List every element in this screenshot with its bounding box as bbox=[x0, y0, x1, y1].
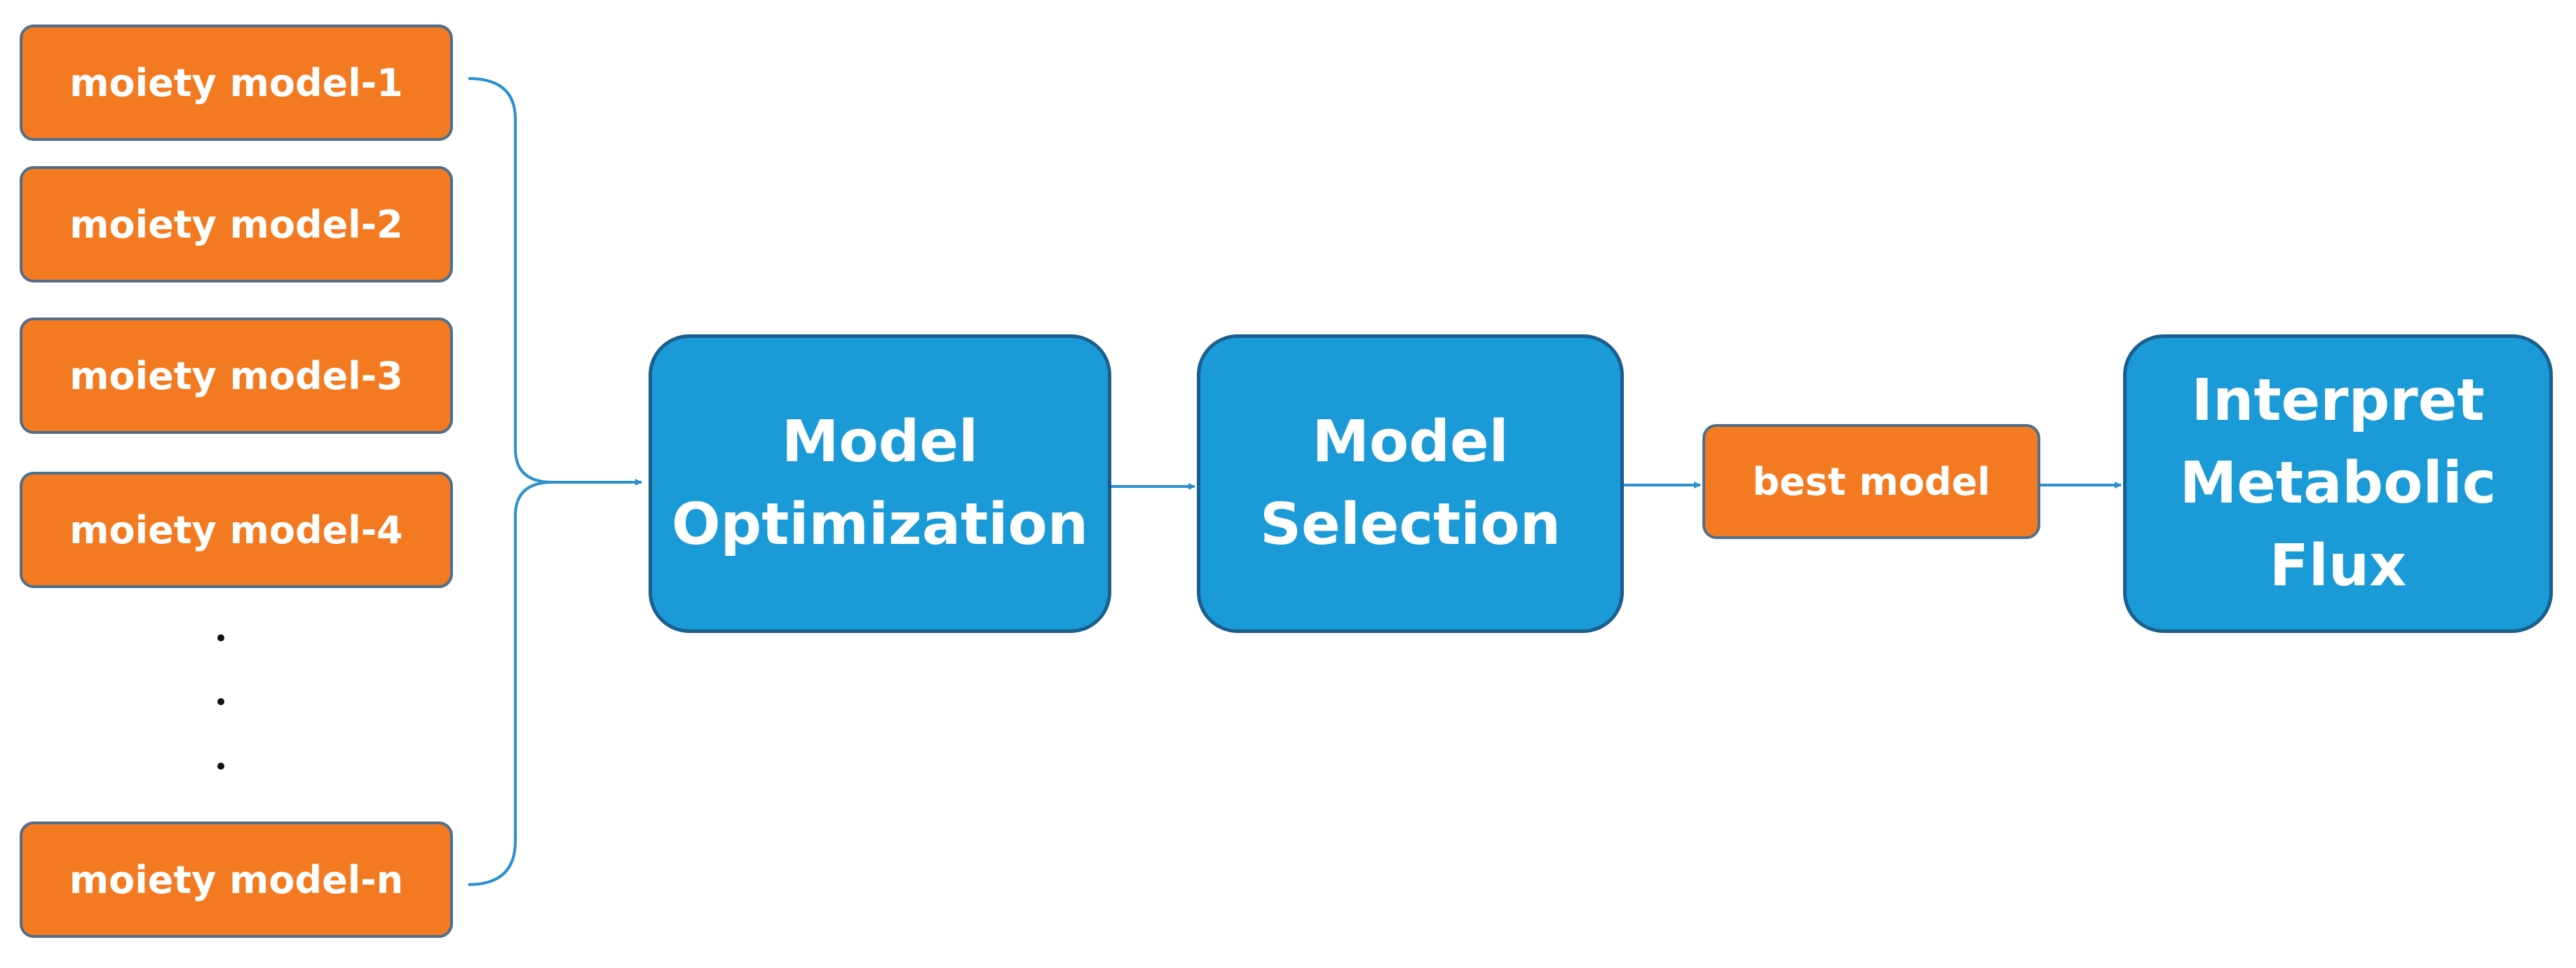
interpret-metabolic-flux-box: Interpret Metabolic Flux bbox=[2123, 334, 2553, 633]
interpret-label-line-3: Flux bbox=[2269, 533, 2407, 600]
moiety-model-1-box: moiety model-1 bbox=[20, 25, 453, 141]
ellipsis-dot bbox=[217, 698, 224, 705]
model-selection-label-line-2: Selection bbox=[1259, 491, 1561, 558]
model-selection-box: Model Selection bbox=[1197, 334, 1624, 633]
ellipsis-dot bbox=[217, 763, 224, 770]
moiety-model-4-box: moiety model-4 bbox=[20, 472, 453, 588]
model-optimization-label-line-1: Model bbox=[781, 408, 979, 475]
moiety-model-2-box: moiety model-2 bbox=[20, 166, 453, 282]
best-model-box: best model bbox=[1702, 424, 2040, 539]
input-brace bbox=[468, 77, 553, 886]
interpret-label-line-2: Metabolic bbox=[2179, 449, 2497, 517]
model-optimization-box: Model Optimization bbox=[649, 334, 1111, 633]
model-selection-label-line-1: Model bbox=[1312, 408, 1509, 475]
ellipsis-dot bbox=[217, 634, 224, 641]
model-optimization-label-line-2: Optimization bbox=[671, 491, 1089, 558]
interpret-label-line-1: Interpret bbox=[2191, 367, 2485, 434]
moiety-model-n-box: moiety model-n bbox=[20, 822, 453, 938]
moiety-model-3-box: moiety model-3 bbox=[20, 318, 453, 434]
